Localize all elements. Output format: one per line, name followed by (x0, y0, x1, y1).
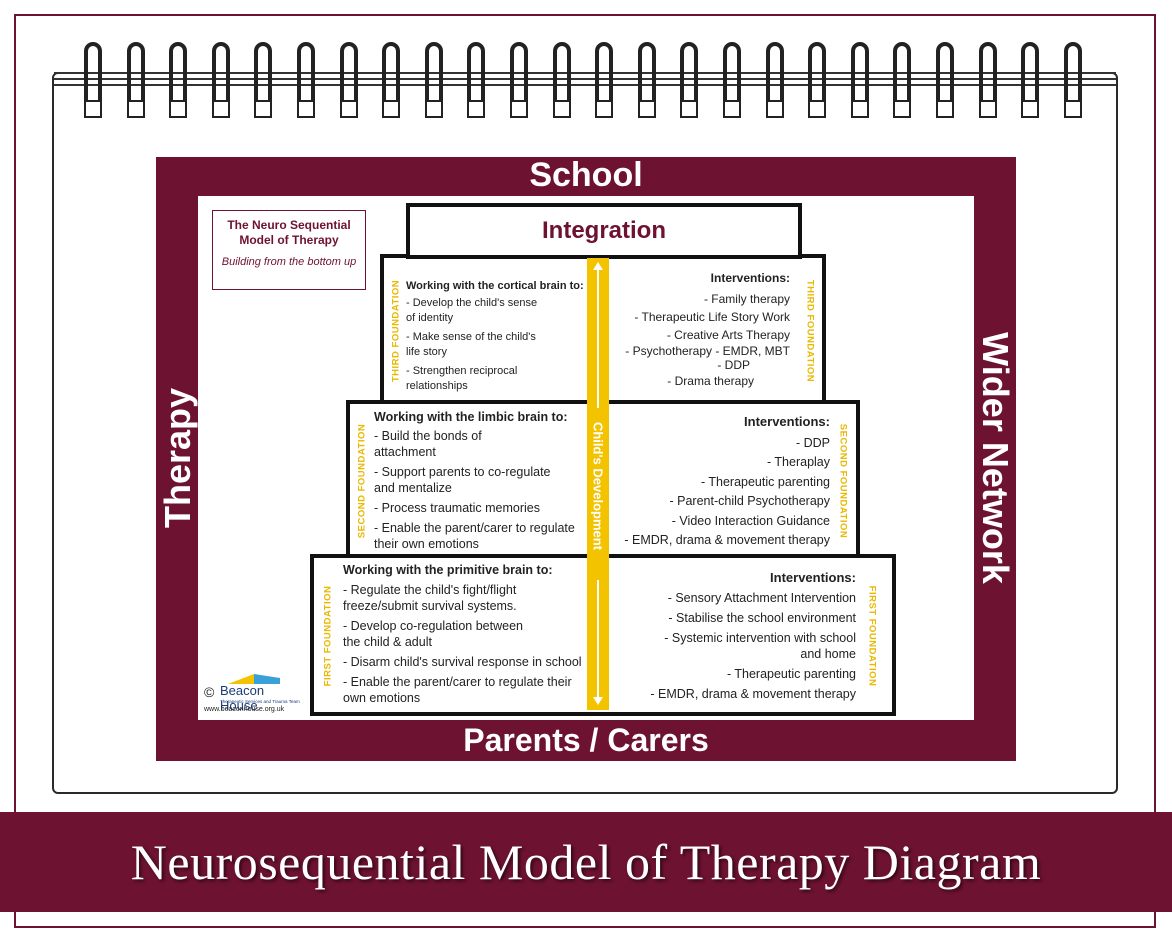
list-item: - Support parents to co-regulate and men… (374, 465, 551, 495)
list-item: - Regulate the child's fight/flight free… (343, 583, 517, 613)
list-item: - Creative Arts Therapy (666, 328, 790, 342)
integration-label: Integration (542, 217, 666, 244)
binder-ring-tab (680, 100, 698, 118)
first-interventions: Interventions: - Sensory Attachment Inte… (612, 570, 856, 706)
first-right-heading: Interventions: (770, 570, 856, 585)
arrow-line-bottom (597, 580, 599, 698)
binder-ring-tab (979, 100, 997, 118)
first-left-heading: Working with the primitive brain to: (343, 563, 553, 577)
list-item: - Video Interaction Guidance (671, 513, 830, 528)
binder-ring-tab (510, 100, 528, 118)
beacon-roof-icon (228, 674, 280, 684)
arrow-down-icon (593, 697, 603, 705)
arrow-up-icon (593, 262, 603, 270)
list-item: - EMDR, drama & movement therapy (624, 533, 830, 547)
second-foundation-label-left: SECOND FOUNDATION (356, 423, 368, 539)
label-parents-carers: Parents / Carers (463, 722, 709, 758)
first-foundation-label-left: FIRST FOUNDATION (322, 585, 334, 687)
list-item: - Theraplay (767, 455, 830, 469)
logo-url: www.beaconhouse.org.uk (204, 706, 285, 713)
binder-ring-tab (851, 100, 869, 118)
binder-ring-tab (212, 100, 230, 118)
list-item: - Therapeutic parenting (726, 667, 856, 681)
title-banner: Neurosequential Model of Therapy Diagram (0, 812, 1172, 912)
binder-ring-tab (169, 100, 187, 118)
binder-ring-tab (1064, 100, 1082, 118)
binder-ring-tab (766, 100, 784, 118)
second-interventions: Interventions: - DDP - Theraplay - Thera… (612, 412, 830, 551)
list-item: - Strengthen reciprocal relationships (406, 365, 518, 392)
development-axis-label: Child's Development (590, 421, 606, 551)
binder-ring-tab (893, 100, 911, 118)
second-left-heading: Working with the limbic brain to: (374, 410, 568, 424)
list-item: - Parent-child Psychotherapy (669, 494, 831, 508)
copyright-symbol: © (204, 684, 215, 700)
list-item: - Drama therapy (667, 374, 754, 388)
tier-integration (406, 203, 802, 259)
binder-ring-tab (936, 100, 954, 118)
list-item: - Psychotherapy - EMDR, MBT (625, 344, 790, 358)
model-info-title: The Neuro Sequential Model of Therapy (227, 218, 351, 247)
binder-ring-tab (425, 100, 443, 118)
third-interventions: Interventions: - Family therapy - Therap… (612, 269, 790, 390)
list-item: - Make sense of the child's life story (406, 331, 536, 358)
list-item: - Develop co-regulation between the chil… (343, 619, 523, 649)
list-item: - Enable the parent/carer to regulate th… (374, 521, 575, 551)
outer-border (14, 14, 1156, 928)
binding-line-2 (54, 78, 1116, 80)
list-item: - Therapeutic parenting (700, 474, 830, 489)
binder-ring-tab (467, 100, 485, 118)
binder-ring-tab (297, 100, 315, 118)
binder-ring-tab (808, 100, 826, 118)
binder-ring-tab (340, 100, 358, 118)
third-left-heading: Working with the cortical brain to: (406, 280, 584, 292)
list-item: - Process traumatic memories (374, 501, 541, 515)
development-axis-bar (587, 258, 609, 710)
binding-line-3 (54, 84, 1116, 86)
beacon-house-logo: © Beacon House Therapeutic Services and … (204, 672, 304, 716)
model-info-subtitle: Building from the bottom up (221, 256, 357, 268)
binder-ring-tab (595, 100, 613, 118)
binder-ring-tab (638, 100, 656, 118)
list-item: - Therapeutic Life Story Work (634, 310, 790, 324)
third-foundation-label-left: THIRD FOUNDATION (390, 279, 402, 383)
label-wider-network: Wider Network (975, 332, 1016, 584)
binding-line-1 (54, 72, 1116, 74)
binder-ring-tab (382, 100, 400, 118)
list-item: - Systemic intervention with school and … (664, 631, 856, 661)
list-item: - Develop the child's sense of identity (406, 297, 538, 324)
binder-ring-tab (254, 100, 272, 118)
binder-ring-tab (723, 100, 741, 118)
list-item: - Disarm child's survival response in sc… (343, 655, 582, 669)
second-limbic-goals: Working with the limbic brain to: - Buil… (374, 409, 586, 556)
binder-ring-tab (127, 100, 145, 118)
list-item: - DDP (717, 358, 750, 372)
model-info-box: The Neuro Sequential Model of Therapy Bu… (212, 210, 366, 290)
logo-name: Beacon House (220, 683, 265, 713)
third-cortical-goals: Working with the cortical brain to: - De… (406, 279, 584, 398)
arrow-line-top (597, 268, 599, 408)
list-item: - Enable the parent/carer to regulate th… (343, 675, 572, 705)
list-item: - EMDR, drama & movement therapy (650, 687, 856, 701)
label-therapy: Therapy (157, 387, 198, 529)
binder-ring-tab (1021, 100, 1039, 118)
binder-ring-tab (553, 100, 571, 118)
first-primitive-goals: Working with the primitive brain to: - R… (343, 562, 583, 710)
list-item: - Stabilise the school environment (668, 611, 856, 625)
first-foundation-label-right: FIRST FOUNDATION (866, 585, 878, 687)
list-item: - DDP (795, 435, 830, 450)
third-right-heading: Interventions: (710, 271, 790, 285)
label-school: School (529, 156, 643, 194)
binder-ring-tab (84, 100, 102, 118)
banner-title: Neurosequential Model of Therapy Diagram (130, 834, 1042, 890)
list-item: - Build the bonds of attachment (374, 429, 482, 459)
logo-tagline: Therapeutic Services and Trauma Team (220, 699, 300, 704)
second-foundation-label-right: SECOND FOUNDATION (837, 423, 849, 539)
list-item: - Sensory Attachment Intervention (667, 591, 856, 605)
second-right-heading: Interventions: (744, 414, 830, 429)
list-item: - Family therapy (703, 292, 790, 306)
third-foundation-label-right: THIRD FOUNDATION (804, 279, 816, 383)
